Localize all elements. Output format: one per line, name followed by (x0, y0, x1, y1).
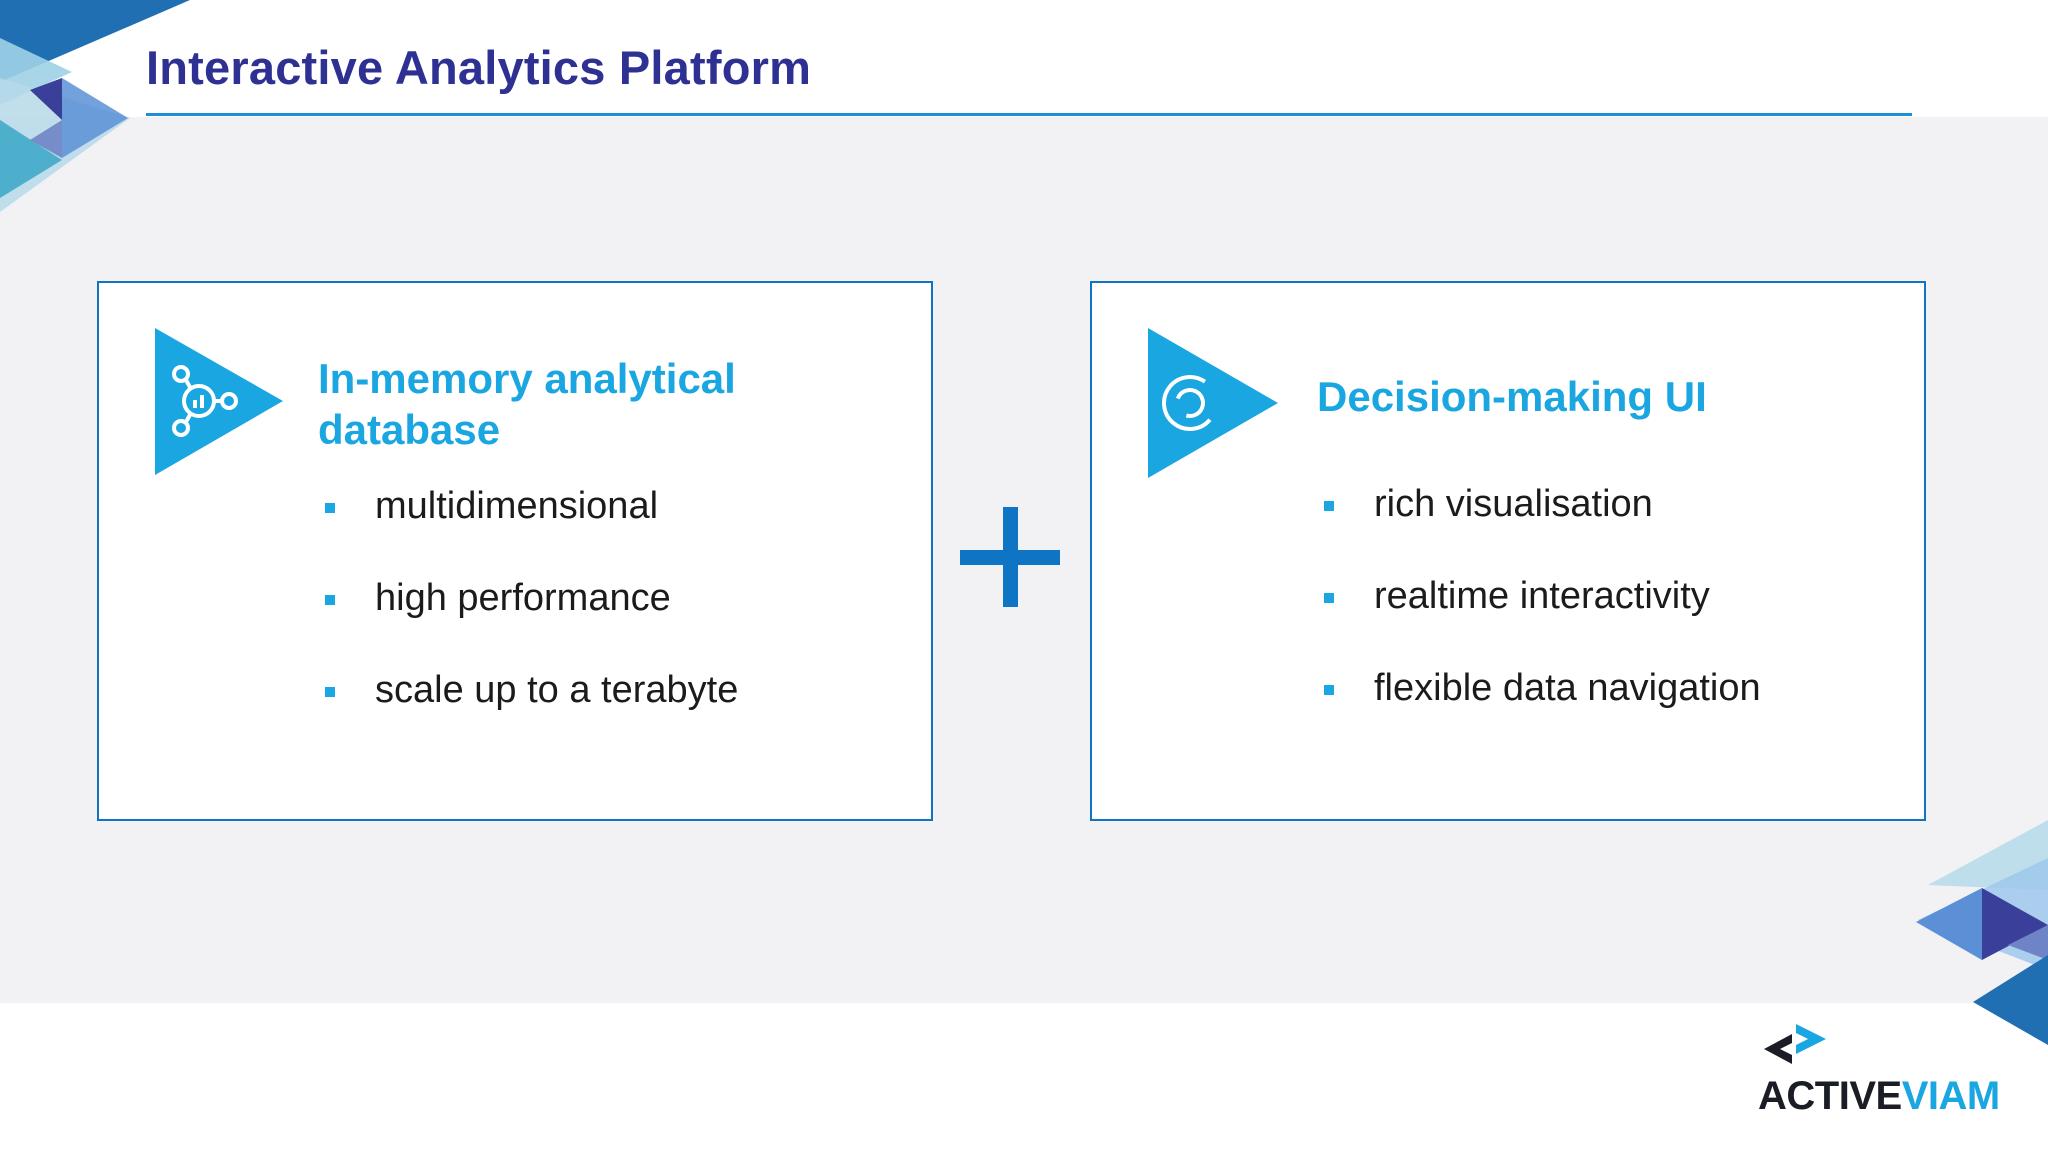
bottom-right-triangle-decoration (1916, 820, 2048, 1045)
in-memory-database-card: In-memory analytical database multidimen… (97, 281, 933, 821)
network-graph-icon (155, 328, 283, 475)
card-heading-line1: In-memory analytical (318, 355, 736, 402)
bullet-square-icon (325, 595, 335, 605)
logo-wordmark-active: ACTIVE (1758, 1074, 1902, 1118)
card-heading: Decision-making UI (1317, 373, 1707, 420)
circular-refresh-icon (1148, 328, 1278, 478)
bullet-square-icon (325, 503, 335, 513)
logo-wordmark: ACTIVEVIAM (1758, 1074, 2000, 1119)
title-underline (146, 113, 1912, 116)
bullet-square-icon (1324, 593, 1334, 603)
bullet-square-icon (1324, 685, 1334, 695)
plus-icon (960, 507, 1060, 607)
bullet-text: rich visualisation (1374, 483, 1653, 525)
activeviam-logo: ACTIVEVIAM (1756, 1022, 2006, 1122)
logo-wordmark-viam: VIAM (1901, 1074, 2001, 1118)
bullet-text: realtime interactivity (1374, 575, 1710, 617)
bullet-text: flexible data navigation (1374, 667, 1761, 709)
bullet-text: scale up to a terabyte (375, 669, 739, 711)
slide-title: Interactive Analytics Platform (146, 41, 812, 94)
logo-arrow-icon (1764, 1024, 1826, 1064)
top-left-triangle-decoration (0, 0, 190, 212)
bullet-square-icon (1324, 501, 1334, 511)
bullet-text: high performance (375, 577, 671, 619)
card-heading-line2: database (318, 406, 501, 453)
decision-making-ui-card: Decision-making UI rich visualisation re… (1090, 281, 1926, 821)
bullet-text: multidimensional (375, 485, 659, 527)
bullet-square-icon (325, 687, 335, 697)
card-heading: In-memory analytical database (318, 353, 736, 455)
